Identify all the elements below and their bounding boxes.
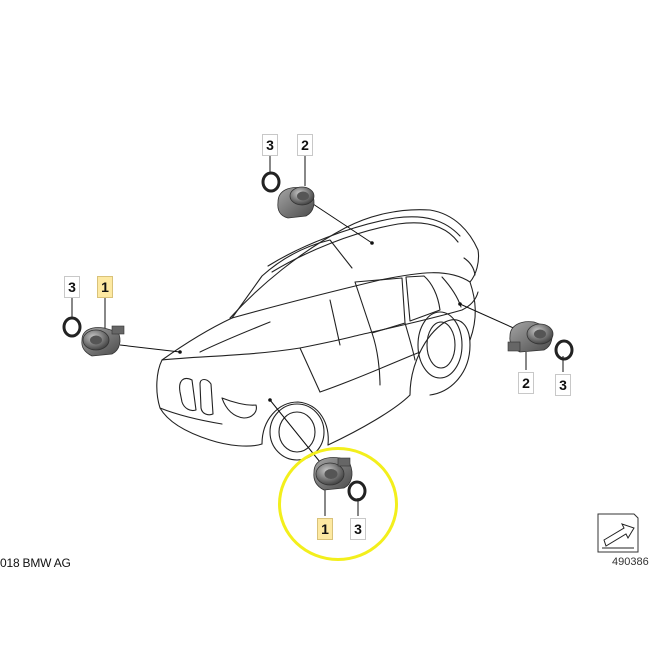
document-number: 490386 — [612, 556, 649, 568]
callout-left-1[interactable]: 1 — [97, 276, 113, 298]
callout-right-2[interactable]: 2 — [518, 372, 534, 394]
part-top-sensor — [277, 186, 315, 219]
next-page-button[interactable] — [596, 512, 638, 552]
callout-top-3[interactable]: 3 — [262, 134, 278, 156]
callout-left-3[interactable]: 3 — [64, 276, 80, 298]
part-right-seal-ring — [554, 339, 574, 361]
highlight-ring — [278, 447, 398, 561]
car-outline — [156, 209, 480, 461]
callout-right-3[interactable]: 3 — [555, 374, 571, 396]
callout-top-2[interactable]: 2 — [297, 134, 313, 156]
part-left-seal-ring — [62, 316, 82, 338]
leader-lines — [71, 156, 564, 516]
part-top-seal-ring — [261, 171, 281, 193]
callout-bottom-1[interactable]: 1 — [317, 518, 333, 540]
next-page-arrow-icon — [597, 513, 639, 553]
part-right-sensor — [507, 321, 554, 353]
callout-bottom-3[interactable]: 3 — [350, 518, 366, 540]
copyright-text: 018 BMW AG — [0, 556, 71, 570]
part-left-sensor — [81, 325, 125, 357]
